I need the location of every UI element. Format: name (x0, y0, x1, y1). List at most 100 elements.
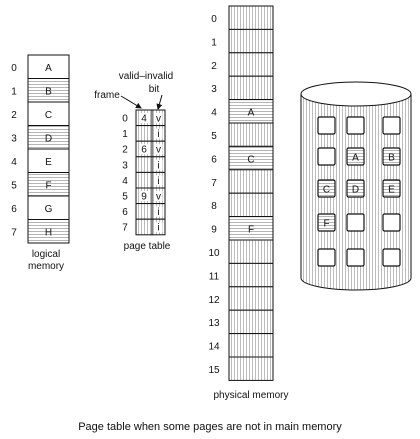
page-table-index: 1 (122, 129, 128, 140)
logical-memory-page: B (45, 87, 52, 98)
frame-arrow (120, 95, 142, 109)
page-table-frame-cell (135, 218, 153, 236)
page-table-frame-bg (139, 191, 149, 201)
page-table-frame-cell (135, 203, 153, 220)
physical-memory-index: 4 (211, 108, 217, 119)
logical-memory-index: 6 (11, 204, 17, 215)
physical-memory-index: 6 (211, 154, 217, 165)
page-table-frame-number: 9 (141, 192, 147, 203)
physical-memory-index: 15 (208, 365, 220, 376)
logical-memory-label-line2: memory (28, 261, 64, 272)
page-table-bit-bg (154, 128, 163, 139)
physical-memory-frame (228, 28, 274, 54)
logical-memory-index: 0 (11, 63, 17, 74)
page-table-frame-number: 6 (141, 145, 147, 156)
page-table-index: 5 (122, 192, 128, 203)
physical-memory-frame (228, 75, 274, 101)
physical-memory-index: 14 (208, 342, 220, 353)
frame-label: frame (94, 90, 120, 101)
logical-memory-page: D (45, 134, 52, 145)
disk-page-slot (382, 147, 401, 166)
physical-memory-index: 10 (208, 248, 220, 259)
physical-memory-frame (228, 122, 274, 147)
page-table-valid-bit: i (157, 160, 159, 171)
page-table-index: 2 (122, 145, 128, 156)
physical-memory-index: 11 (209, 271, 220, 282)
disk-page-slot (346, 248, 365, 267)
valid-invalid-arrow (156, 94, 163, 110)
page-table-valid-bit: v (156, 192, 161, 203)
page-table-frame-cell (135, 156, 153, 173)
logical-memory-page: H (45, 228, 52, 239)
physical-memory-page: F (248, 225, 254, 236)
physical-memory-index: 3 (211, 84, 217, 95)
physical-memory-index: 5 (211, 131, 217, 142)
page-table-frame-cell (135, 171, 153, 189)
disk-page-slot (317, 116, 336, 135)
disk-page-slot (382, 179, 401, 198)
page-table-valid-bit: v (156, 114, 161, 125)
physical-memory-frame (228, 52, 274, 77)
physical-memory-frame (228, 356, 274, 381)
physical-memory-index: 2 (211, 61, 217, 72)
page-table-index: 7 (122, 223, 128, 234)
disk-page-label: C (323, 185, 330, 196)
logical-memory-index: 5 (11, 181, 17, 192)
disk-page-label: A (352, 153, 359, 164)
physical-memory-page: A (248, 108, 255, 119)
page-table-valid-bit: v (156, 145, 161, 156)
logical-memory-cell (27, 219, 70, 244)
page-table-frame-number: 4 (141, 114, 147, 125)
valid-invalid-label-line1: valid–invalid (119, 71, 173, 82)
page-table-index: 4 (122, 176, 128, 187)
page-table-bit-bg (154, 191, 163, 201)
physical-memory-index: 1 (211, 37, 217, 48)
physical-memory-frame (228, 262, 274, 288)
page-table-index: 3 (122, 160, 128, 171)
physical-memory-index: 13 (208, 318, 220, 329)
logical-memory-page: C (45, 110, 52, 121)
page-table-frame-bg (139, 113, 149, 123)
physical-memory-frame (228, 333, 274, 358)
logical-memory-label-line1: logical (32, 249, 60, 260)
physical-memory-frame (228, 192, 274, 218)
page-table-bit-bg (154, 113, 163, 123)
physical-memory-label: physical memory (213, 390, 288, 401)
physical-memory-index: 0 (211, 14, 217, 25)
disk-page-slot (346, 179, 365, 198)
page-table-index: 6 (122, 207, 128, 218)
figure-caption: Page table when some pages are not in ma… (78, 421, 342, 433)
physical-memory-index: 9 (211, 225, 217, 236)
disk-page-slot (382, 213, 401, 232)
disk-page-slot (382, 116, 401, 135)
disk-page-slot (317, 213, 336, 232)
physical-memory-index: 12 (208, 295, 220, 306)
page-table-valid-bit: i (157, 223, 159, 234)
disk-page-slot (317, 248, 336, 267)
logical-memory-page: A (45, 63, 52, 74)
logical-memory-index: 2 (11, 110, 17, 121)
page-table-bit-bg (154, 175, 163, 186)
logical-memory-page: F (45, 181, 51, 192)
page-table-frame-cell (135, 125, 153, 142)
logical-memory-page: E (45, 157, 52, 168)
page-table-bit-bg (154, 222, 163, 233)
disk-page-slot (317, 147, 336, 166)
disk-page-label: F (323, 219, 329, 230)
physical-memory-frame (228, 169, 274, 194)
page-table-label: page table (124, 241, 171, 252)
disk-page-label: E (388, 185, 395, 196)
page-table-valid-bit: i (157, 129, 159, 140)
logical-memory-index: 7 (11, 228, 17, 239)
physical-memory-index: 8 (211, 201, 217, 212)
logical-memory-index: 1 (11, 87, 17, 98)
disk-page-slot (346, 213, 365, 232)
valid-invalid-label-line2: bit (149, 84, 160, 95)
page-table-bit-bg (154, 206, 163, 217)
physical-memory-frame (228, 239, 274, 264)
